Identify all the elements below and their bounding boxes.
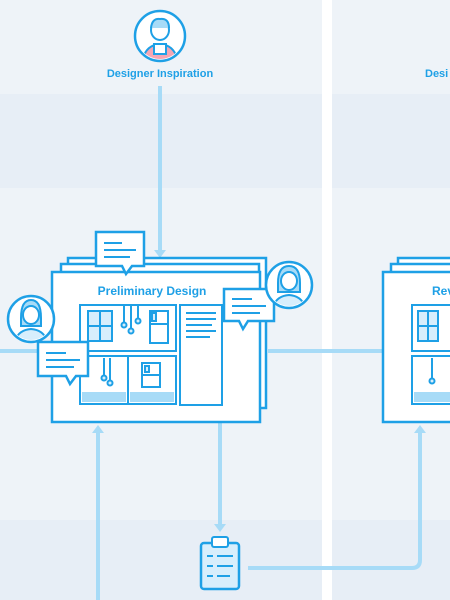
speech-bubble-icon (94, 230, 146, 277)
designer-inspiration-label: Designer Inspiration (107, 68, 214, 80)
band-2 (0, 94, 450, 188)
arrow-head (154, 250, 166, 258)
arrow-head (414, 425, 426, 433)
designer-avatar-icon (133, 9, 187, 63)
preliminary-design-title: Preliminary Design (98, 284, 207, 298)
speech-bubble-icon (222, 287, 276, 332)
review-image-panel (411, 304, 450, 405)
collaborator-avatar-icon (6, 294, 56, 344)
design-image-panel (79, 304, 177, 352)
speech-bubble-icon (36, 340, 90, 387)
lane-divider (322, 0, 332, 600)
connector-lines (0, 86, 422, 600)
clipboard-icon (199, 536, 241, 591)
design-image-panel (79, 355, 177, 405)
right-lane-label: Desi (425, 68, 448, 80)
notes-panel (179, 304, 223, 406)
arrow-head (92, 425, 104, 433)
review-board-title: Rev (432, 284, 450, 298)
collaborator-avatar-icon (264, 260, 314, 310)
arrow-head (214, 524, 226, 532)
